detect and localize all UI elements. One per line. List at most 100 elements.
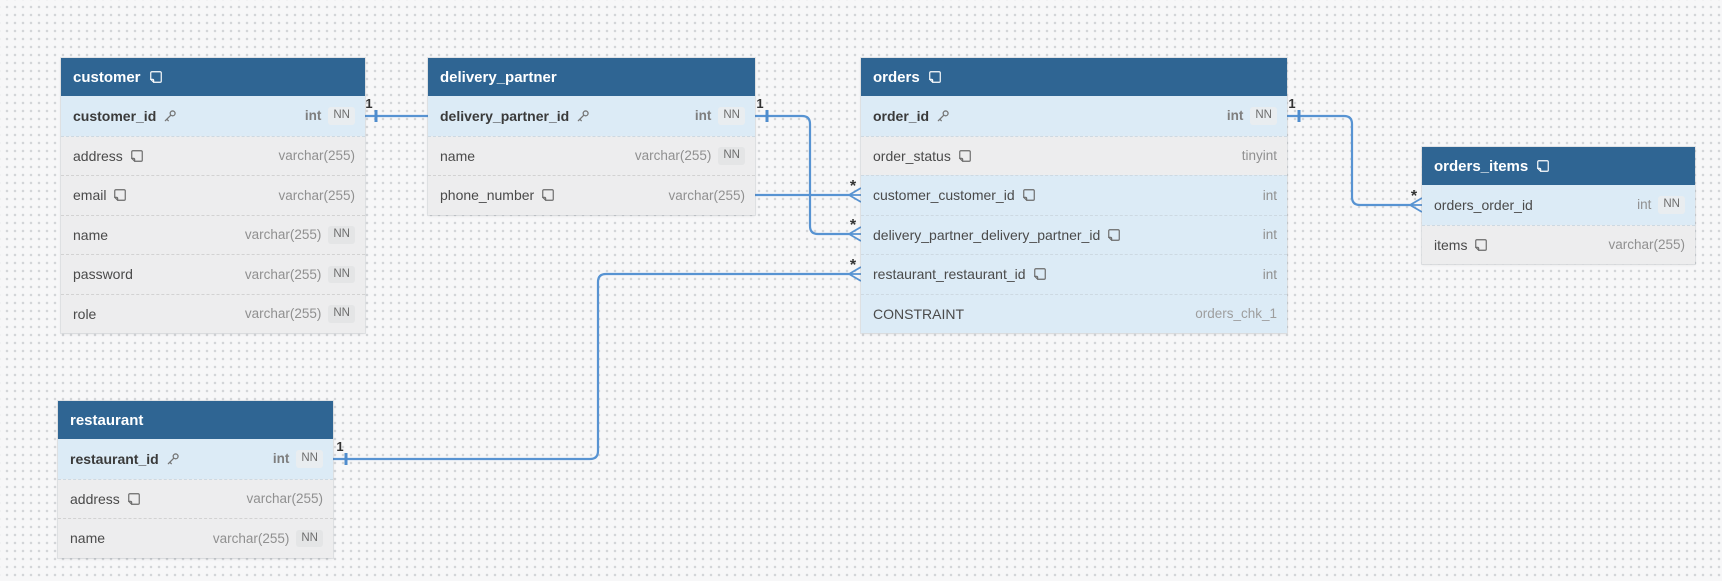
column-row-address[interactable]: address varchar(255): [61, 135, 365, 175]
column-name: orders_order_id: [1434, 196, 1533, 213]
column-name: order_status: [873, 147, 951, 164]
crow-foot-many-marker: [848, 226, 862, 242]
column-type: varchar(255): [278, 187, 355, 203]
table-header[interactable]: orders_items: [1422, 147, 1695, 185]
cardinality-one-label: 1: [756, 96, 763, 111]
column-type: int: [272, 451, 290, 467]
column-name: restaurant_id: [70, 450, 159, 467]
crow-foot-many-marker: [848, 266, 862, 282]
note-icon: [1536, 159, 1550, 173]
constraint-row[interactable]: CONSTRAINT orders_chk_1: [861, 293, 1287, 333]
column-name: customer_customer_id: [873, 187, 1015, 204]
crow-foot-many-marker: [1409, 197, 1423, 213]
not-null-badge: NN: [718, 147, 745, 165]
primary-key-icon: [576, 109, 590, 123]
column-type: varchar(255): [634, 148, 712, 164]
table-orders[interactable]: orders order_id int NN order_status: [861, 58, 1287, 333]
column-type: varchar(255): [212, 530, 290, 546]
table-orders_items[interactable]: orders_items orders_order_id int NN item…: [1422, 147, 1695, 264]
note-icon: [928, 70, 942, 84]
table-restaurant[interactable]: restaurant restaurant_id int NN address …: [58, 401, 333, 558]
not-null-badge: NN: [328, 265, 355, 283]
column-type: varchar(255): [1608, 237, 1685, 253]
column-type: int: [1262, 187, 1277, 203]
table-name: delivery_partner: [440, 68, 557, 86]
table-header[interactable]: delivery_partner: [428, 58, 755, 96]
column-name: role: [73, 305, 97, 322]
not-null-badge: NN: [718, 107, 745, 125]
column-row-orders_order_id[interactable]: orders_order_id int NN: [1422, 185, 1695, 225]
table-delivery_partner[interactable]: delivery_partner delivery_partner_id int…: [428, 58, 755, 215]
note-icon: [958, 149, 972, 163]
note-icon: [127, 492, 141, 506]
table-name: orders_items: [1434, 157, 1529, 175]
column-name: address: [70, 490, 120, 507]
column-row-customer_id[interactable]: customer_id int NN: [61, 96, 365, 136]
column-name: restaurant_restaurant_id: [873, 266, 1026, 283]
note-icon: [1033, 267, 1047, 281]
column-row-role[interactable]: role varchar(255) NN: [61, 293, 365, 333]
edge-restaurant-orders[interactable]: 1 *: [333, 257, 862, 465]
column-name: name: [70, 530, 106, 547]
table-header[interactable]: orders: [861, 58, 1287, 96]
cardinality-many-label: *: [850, 257, 857, 274]
column-name: order_id: [873, 107, 930, 124]
column-row-name[interactable]: name varchar(255) NN: [58, 518, 333, 558]
note-icon: [113, 188, 127, 202]
not-null-badge: NN: [328, 226, 355, 244]
column-type: int: [1262, 266, 1277, 282]
primary-key-icon: [163, 109, 177, 123]
column-type: int: [1226, 108, 1244, 124]
note-icon: [130, 149, 144, 163]
column-name: items: [1434, 236, 1468, 253]
column-row-name[interactable]: name varchar(255) NN: [61, 214, 365, 254]
not-null-badge: NN: [328, 107, 355, 125]
constraint-name: orders_chk_1: [1195, 306, 1277, 322]
column-name: name: [73, 226, 109, 243]
table-name: customer: [73, 68, 141, 86]
column-row-customer_customer_id[interactable]: customer_customer_id int: [861, 175, 1287, 215]
column-row-address[interactable]: address varchar(255): [58, 478, 333, 518]
edge-orders-orders_items[interactable]: 1 *: [1287, 96, 1423, 213]
column-row-delivery_partner_id[interactable]: delivery_partner_id int NN: [428, 96, 755, 136]
table-header[interactable]: customer: [61, 58, 365, 96]
column-type: int: [1637, 197, 1652, 213]
not-null-badge: NN: [1658, 196, 1685, 214]
column-row-phone_number[interactable]: phone_number varchar(255): [428, 175, 755, 215]
column-type: varchar(255): [668, 187, 745, 203]
not-null-badge: NN: [296, 529, 323, 547]
column-row-order_id[interactable]: order_id int NN: [861, 96, 1287, 136]
column-type: int: [304, 108, 322, 124]
cardinality-one-label: 1: [336, 439, 343, 454]
edge-delivery_partner-orders[interactable]: 1 *: [755, 96, 862, 242]
column-row-delivery_partner_delivery_partner_id[interactable]: delivery_partner_delivery_partner_id int: [861, 214, 1287, 254]
primary-key-icon: [936, 109, 950, 123]
cardinality-many-label: *: [850, 178, 857, 195]
table-customer[interactable]: customer customer_id int NN address: [61, 58, 365, 333]
column-list: delivery_partner_id int NN name varchar(…: [428, 96, 755, 215]
table-header[interactable]: restaurant: [58, 401, 333, 439]
column-row-order_status[interactable]: order_status tinyint: [861, 135, 1287, 175]
column-list: order_id int NN order_status tinyint cus…: [861, 96, 1287, 333]
column-row-restaurant_id[interactable]: restaurant_id int NN: [58, 439, 333, 479]
column-row-password[interactable]: password varchar(255) NN: [61, 254, 365, 294]
column-name: delivery_partner_id: [440, 107, 570, 124]
column-list: restaurant_id int NN address varchar(255…: [58, 439, 333, 558]
cardinality-one-label: 1: [1288, 96, 1295, 111]
column-row-name[interactable]: name varchar(255) NN: [428, 135, 755, 175]
column-row-items[interactable]: items varchar(255): [1422, 224, 1695, 264]
column-row-restaurant_restaurant_id[interactable]: restaurant_restaurant_id int: [861, 254, 1287, 294]
column-list: orders_order_id int NN items varchar(255…: [1422, 185, 1695, 264]
note-icon: [1107, 228, 1121, 242]
column-name: customer_id: [73, 107, 157, 124]
column-row-email[interactable]: email varchar(255): [61, 175, 365, 215]
column-type: varchar(255): [246, 491, 323, 507]
not-null-badge: NN: [328, 305, 355, 323]
column-type: varchar(255): [244, 306, 322, 322]
column-name: email: [73, 187, 107, 204]
table-name: orders: [873, 68, 920, 86]
note-icon: [541, 188, 555, 202]
column-name: name: [440, 147, 476, 164]
column-type: int: [694, 108, 712, 124]
